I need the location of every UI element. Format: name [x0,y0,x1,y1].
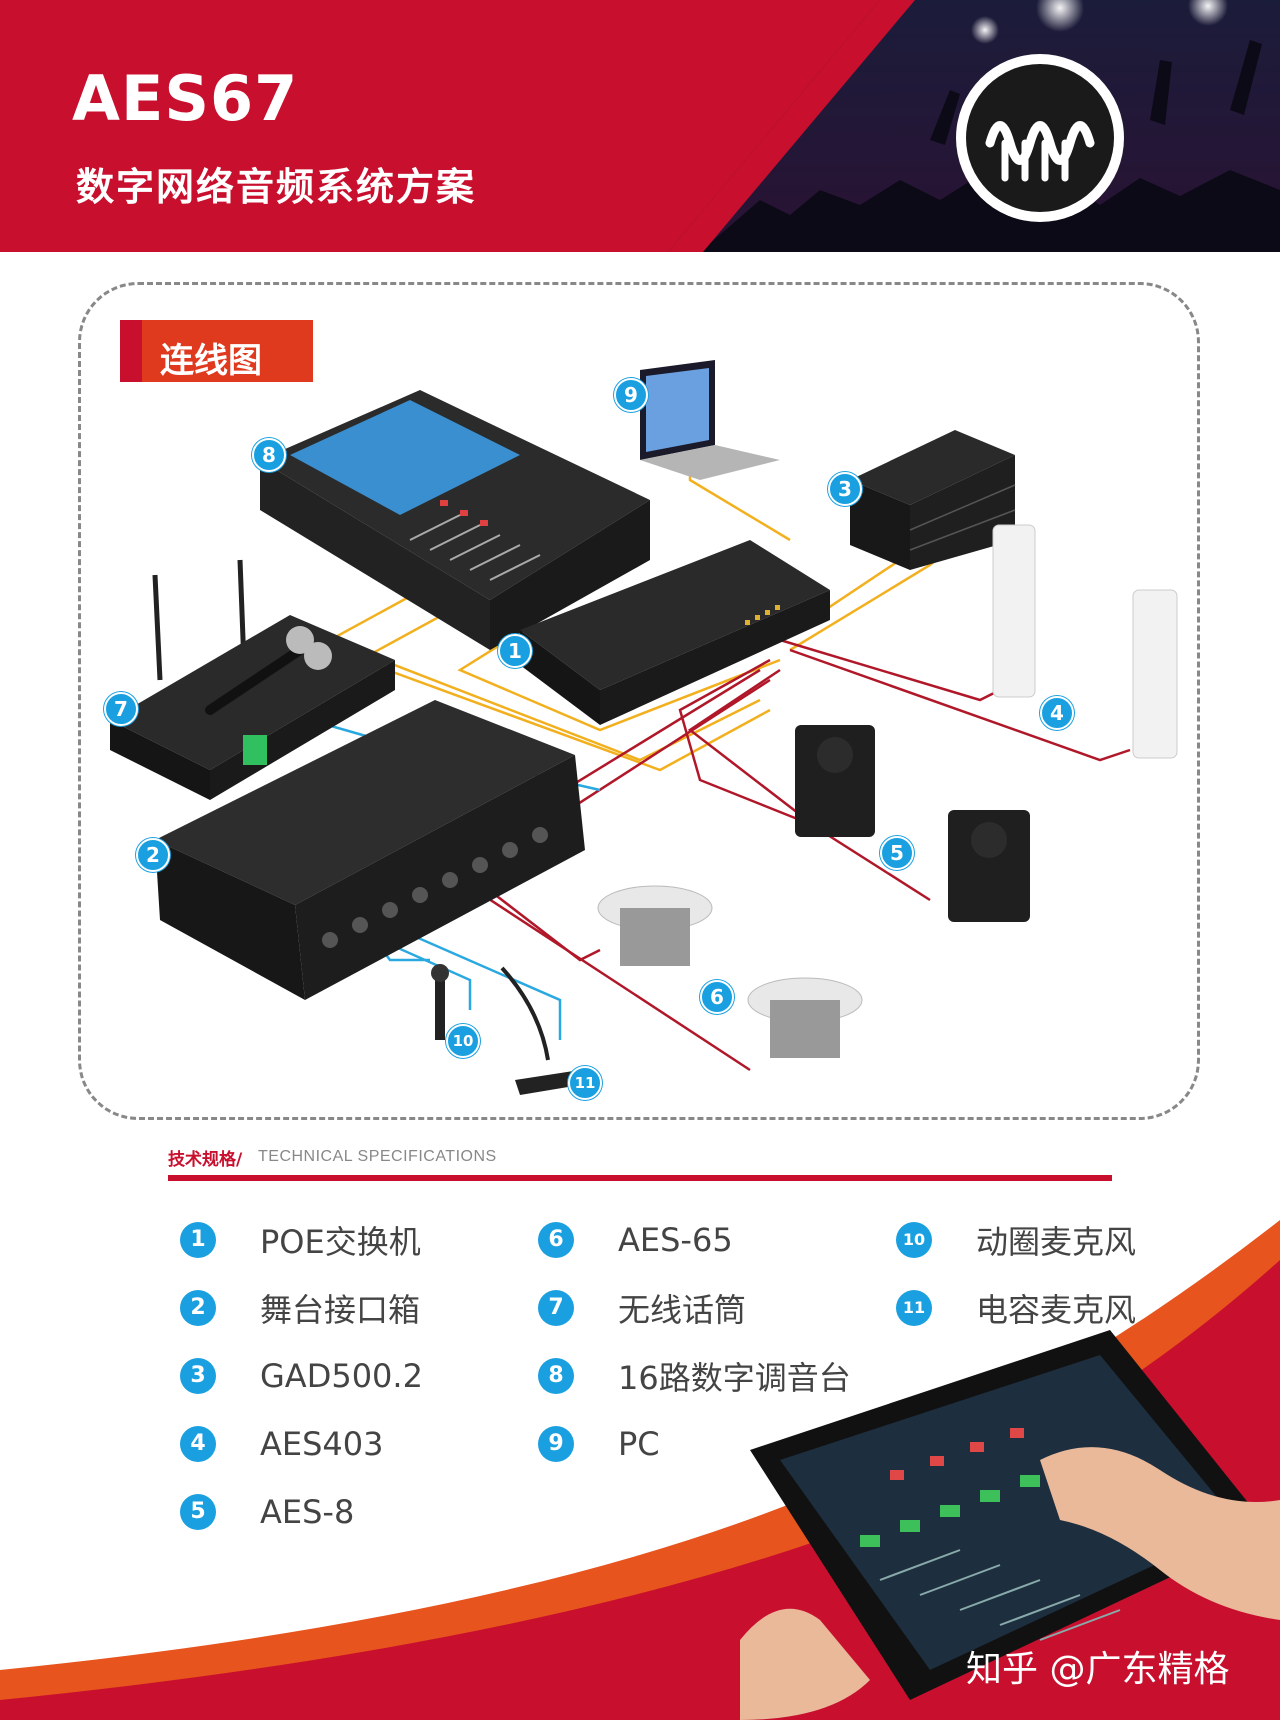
spec-num: 3 [180,1358,216,1394]
badge-condenser-mic: 11 [568,1066,602,1100]
spec-label: 电容麦克风 [976,1291,1137,1329]
diagram-frame [78,282,1200,1120]
spec-num: 1 [180,1222,216,1258]
badge-wireless-mic: 7 [104,692,138,726]
gad500-amplifier-device [850,430,1016,570]
condenser-mic-device [500,966,580,1095]
spec-label: AES-8 [260,1493,355,1531]
spec-num: 2 [180,1290,216,1326]
spec-item: 7 无线话筒 [538,1286,746,1330]
badge-column-speaker: 4 [1040,696,1074,730]
spec-item: 5 AES-8 [180,1490,354,1534]
pc-laptop-device [640,360,780,480]
dynamic-mic-device [431,964,449,1040]
spec-label: 16路数字调音台 [618,1359,851,1397]
spec-title-en: TECHNICAL SPECIFICATIONS [258,1148,497,1165]
spec-item: 4 AES403 [180,1422,384,1466]
spec-item: 3 GAD500.2 [180,1354,423,1398]
badge-mixer: 8 [252,438,286,472]
spec-num: 6 [538,1222,574,1258]
spec-divider [168,1175,1112,1181]
speaker-cables [447,638,1131,1072]
spec-label: PC [618,1425,660,1463]
spec-num: 11 [896,1290,932,1326]
aes-65-ceiling-speakers [597,885,863,1058]
diagram-tag [120,320,313,382]
spec-num: 7 [538,1290,574,1326]
badge-ceiling-speaker: 6 [700,980,734,1014]
spec-label: 无线话筒 [618,1291,747,1329]
diagram-tag-label: 连线图 [160,341,262,381]
spec-num: 8 [538,1358,574,1394]
page-title: AES67 [72,62,299,135]
aes403-column-speakers [992,524,1178,759]
spec-title-cn: 技术规格/ [168,1150,243,1170]
badge-amplifier: 3 [828,472,862,506]
spec-num: 10 [896,1222,932,1258]
spec-num: 5 [180,1494,216,1530]
tablet-mixer-app-image [740,1330,1280,1720]
badge-stage-box: 2 [136,838,170,872]
spec-num: 4 [180,1426,216,1462]
badge-pc: 9 [614,378,648,412]
badge-dynamic-mic: 10 [446,1024,480,1058]
diagram-tag-accent [120,320,142,382]
spec-item: 6 AES-65 [538,1218,733,1262]
page-subtitle: 数字网络音频系统方案 [76,165,477,209]
header-banner: AES67 数字网络音频系统方案 [0,0,1280,252]
wireless-mic-device [110,559,395,800]
spec-item: 2 舞台接口箱 [180,1286,420,1330]
spec-label: 舞台接口箱 [260,1291,421,1329]
poe-switch-device [520,540,830,725]
digital-mixer-device [260,390,650,650]
jingge-tech-logo [956,54,1124,222]
spec-label: 动圈麦克风 [976,1223,1137,1261]
spec-label: AES403 [260,1425,384,1463]
spec-item: 11 电容麦克风 [896,1286,1136,1330]
spec-label: GAD500.2 [260,1357,423,1395]
spec-label: AES-65 [618,1221,733,1259]
spec-label: POE交换机 [260,1223,421,1261]
spec-item: 8 16路数字调音台 [538,1354,851,1398]
aes-8-speakers [795,725,1030,922]
spec-item: 1 POE交换机 [180,1218,421,1262]
spec-num: 9 [538,1426,574,1462]
spec-item: 10 动圈麦克风 [896,1218,1136,1262]
badge-box-speaker: 5 [880,836,914,870]
stage-box-device [155,700,585,1000]
watermark: 知乎 @广东精格 [966,1649,1230,1690]
badge-poe-switch: 1 [498,634,532,668]
spec-item: 9 PC [538,1422,660,1466]
